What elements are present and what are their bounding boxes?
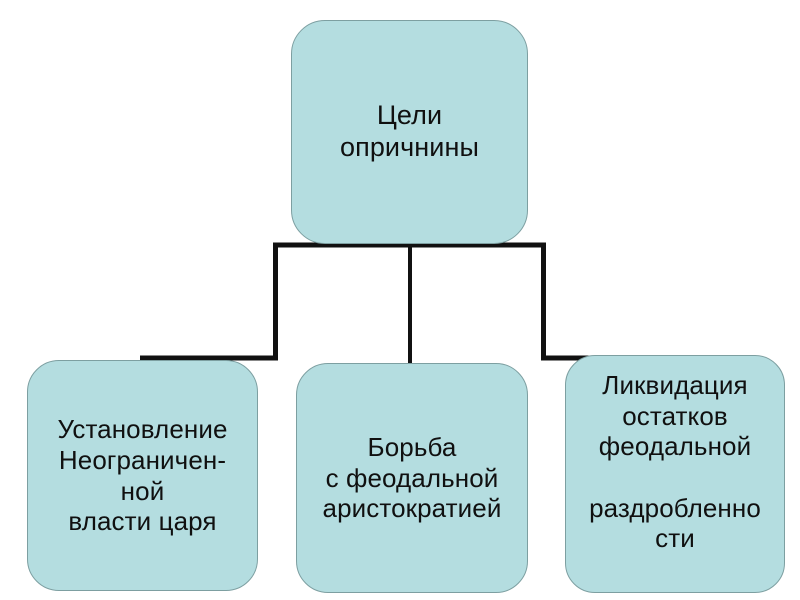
node-child-3[interactable]: Ликвидация остатков феодальной раздробле… — [565, 355, 785, 593]
connector-branch-left — [140, 245, 278, 361]
node-child-2-label: Борьба с феодальной аристократией — [322, 431, 502, 524]
node-child-1-label: Установление Неограничен- ной власти цар… — [57, 414, 228, 537]
node-root[interactable]: Цели опричнины — [291, 20, 528, 244]
node-child-2[interactable]: Борьба с феодальной аристократией — [296, 363, 528, 593]
node-root-label: Цели опричнины — [339, 100, 479, 162]
node-child-3-label: Ликвидация остатков феодальной раздробле… — [589, 370, 761, 554]
connector-branch-right — [541, 245, 680, 361]
node-child-1[interactable]: Установление Неограничен- ной власти цар… — [27, 360, 258, 591]
